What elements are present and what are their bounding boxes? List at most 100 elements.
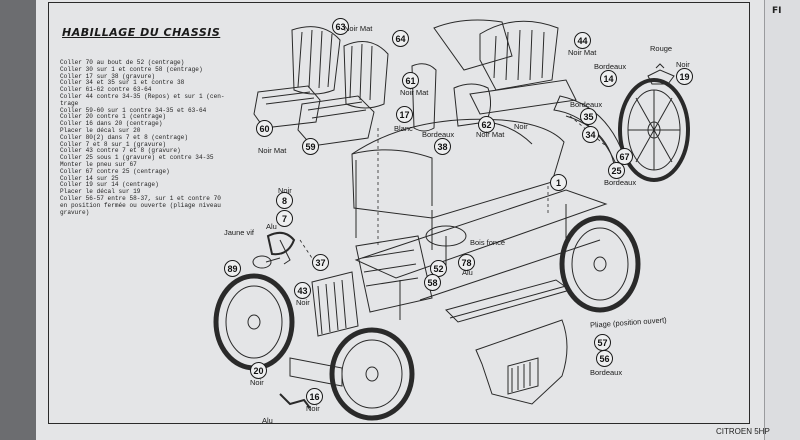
front-left-wheel [213,273,295,371]
assembly-guides [299,115,607,271]
instruction-line: Placer le décal sur 19 [60,188,141,196]
part-number-34: 34 [582,126,599,143]
part-number-16: 16 [306,388,323,405]
instruction-line: gravure) [60,208,90,216]
finish-label: Bordeaux [590,368,623,377]
engine-hood-58 [355,235,433,313]
finish-label: Jaune vif [224,228,255,237]
part-number-67: 67 [616,148,633,165]
part-number-78: 78 [458,254,475,271]
part-number-17: 17 [396,106,413,123]
part-number-44: 44 [574,32,591,49]
section-title: HABILLAGE DU CHASSIS [62,26,221,39]
instruction-line: Coller 30 sur 1 et contre 58 (centrage) [60,65,203,73]
finish-label: Noir [250,378,264,387]
finish-label: Noir [296,298,310,307]
finish-label: Alu [462,268,473,277]
finish-label: Noir Mat [258,146,287,155]
instruction-line: Coller 20 contre 1 (centrage) [60,113,167,121]
instruction-line: Coller 17 sur 38 (gravure) [60,72,156,80]
instruction-line: Coller 59-60 sur 1 contre 34-35 et 63-64 [60,106,207,114]
spare-wheel-67 [618,78,690,182]
finish-label: Noir Mat [344,24,373,33]
instruction-line: Coller 70 au bout de 52 (centrage) [60,59,185,66]
part-number-59: 59 [302,138,319,155]
radiator-43 [311,271,359,337]
instruction-line: Placer le décal sur 20 [60,126,141,134]
part-number-19: 19 [676,68,693,85]
chassis-1 [354,189,608,320]
front-bumper-20 [289,357,343,387]
footer-model-name: CITROEN 5HP [716,427,770,436]
instruction-line: Coller 14 sur 25 [60,174,119,182]
part-number-1: 1 [550,174,567,191]
seat-back-63 [291,26,341,95]
instruction-sheet [36,0,764,440]
part-number-20: 20 [250,362,267,379]
finish-label: Noir [676,60,690,69]
headlamp-7-8 [266,231,296,265]
part-number-38: 38 [434,138,451,155]
part-number-56: 56 [596,350,613,367]
part-number-64: 64 [392,30,409,47]
finish-label: Bordeaux [594,62,627,71]
instruction-line: Coller 61-62 contre 63-64 [60,86,152,94]
running-board [445,279,572,323]
finish-label: Noir Mat [476,130,505,139]
rear-wheel [559,215,641,313]
instruction-line: Coller 25 sous 1 (gravure) et contre 34-… [60,154,214,162]
seat-cushion-60 [253,85,321,129]
rear-seat-44 [433,19,577,115]
part-number-43: 43 [294,282,311,299]
part-number-89: 89 [224,260,241,277]
next-sheet-title: FI [772,6,782,16]
seat-back-64 [343,41,389,109]
next-sheet-edge [764,0,800,440]
instruction-line: Coller 43 contre 7 et 8 (gravure) [60,147,181,155]
instruction-line: Coller 7 et 8 sur 1 (gravure) [60,140,167,148]
page-frame [48,2,750,424]
finish-label: Bordeaux [422,130,455,139]
crank-16 [279,393,311,409]
finish-label: Bordeaux [604,178,637,187]
part-number-37: 37 [312,254,329,271]
finish-label: Bois foncé [470,238,506,247]
finish-label: Alu [262,416,273,425]
part-number-14: 14 [600,70,617,87]
instruction-line: Coller 56-57 entre 58-37, sur 1 et contr… [60,194,221,202]
part-number-35: 35 [580,108,597,125]
hood-panel-57-56 [475,319,568,405]
instruction-line: Monter le pneu sur 67 [60,160,137,168]
assembly-instructions: Coller 70 au bout de 52 (centrage) Colle… [60,59,260,216]
part-number-25: 25 [608,162,625,179]
finish-label: Noir [278,186,292,195]
finish-label: Noir Mat [568,48,597,57]
tail-lamp-14-19 [647,63,675,85]
part-number-57: 57 [594,334,611,351]
part-number-8: 8 [276,192,293,209]
horn-89 [252,255,281,269]
instruction-line: Coller 16 dans 20 (centrage) [60,120,163,128]
instruction-line: en position fermée ou ouverte (pliage ni… [60,201,221,209]
side-panel-61 [411,63,437,132]
finish-label: Rouge [650,44,673,53]
part-number-7: 7 [276,210,293,227]
finish-label: Alu [266,222,277,231]
part-number-58: 58 [424,274,441,291]
part-number-63: 63 [332,18,349,35]
finish-label: Blanc [394,124,413,133]
finish-label: Noir [306,404,320,413]
seat-cushion-59 [297,95,375,147]
finish-label: Noir [514,122,528,131]
instruction-line: Coller 67 contre 25 (centrage) [60,167,170,175]
instruction-line: Coller 34 et 35 sur 1 et contre 38 [60,79,185,87]
instruction-line: Coller 19 sur 14 (centrage) [60,181,159,189]
finish-label: Noir Mat [400,88,429,97]
part-number-60: 60 [256,120,273,137]
instruction-line: trage [60,99,79,107]
instruction-line: Coller 80(2) dans 7 et 8 (centrage) [60,133,188,141]
finish-label: Bordeaux [570,100,603,109]
part-number-61: 61 [402,72,419,89]
